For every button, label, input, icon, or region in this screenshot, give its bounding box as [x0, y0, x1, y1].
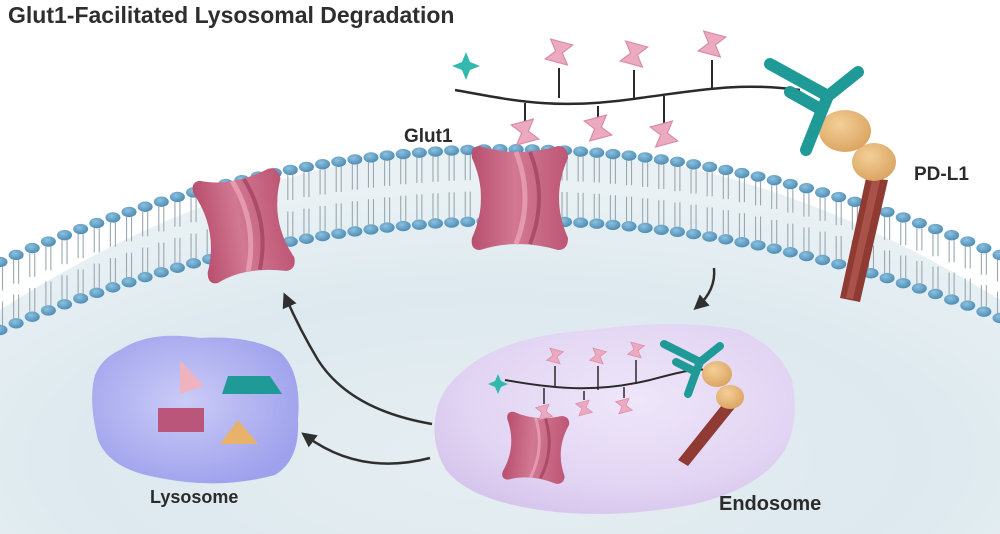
cyan-ligand-icon: [452, 52, 480, 80]
lysosome-label: Lysosome: [150, 487, 239, 507]
glut1-transporter-icon: [192, 168, 295, 284]
recycling-arrow: [282, 292, 433, 426]
pdl1-icon: [819, 110, 896, 302]
antibody-icon: [660, 340, 724, 398]
glut1-transporter-icon: [502, 411, 570, 484]
sugar-residues: [509, 30, 728, 421]
internalization-arrow: [693, 267, 716, 310]
endosome-label: Endosome: [719, 493, 822, 515]
degraded-fragments-icon: [158, 360, 282, 444]
degradation-arrow: [301, 432, 431, 465]
page-title: Glut1-Facilitated Lysosomal Degradation: [8, 2, 455, 28]
pdl1-icon: [678, 361, 744, 466]
cyan-ligand-icon: [488, 374, 508, 394]
glycan-chain-icon: [454, 85, 801, 106]
glut1-label: Glut1: [404, 126, 453, 147]
glut1-transporter-icon: [471, 146, 568, 250]
pdl1-label: PD-L1: [914, 164, 969, 185]
antibody-icon: [764, 58, 864, 156]
